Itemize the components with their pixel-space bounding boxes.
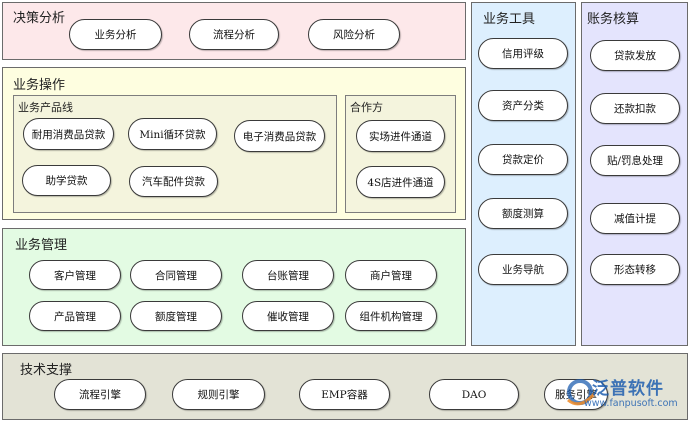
asset-classification-button[interactable]: 资产分类 [478, 90, 568, 121]
mini-revolving-loan-button[interactable]: Mini循环贷款 [128, 118, 217, 150]
org-management-button[interactable]: 组件机构管理 [345, 301, 437, 331]
electronics-loan-button[interactable]: 电子消费品贷款 [234, 120, 325, 152]
panel-title: 账务核算 [587, 12, 640, 27]
risk-analysis-button[interactable]: 风险分析 [308, 19, 400, 50]
collection-management-button[interactable]: 催收管理 [242, 301, 334, 331]
limit-management-button[interactable]: 额度管理 [130, 301, 222, 331]
ledger-management-button[interactable]: 台账管理 [242, 260, 334, 290]
emp-container-button[interactable]: EMP容器 [299, 379, 390, 410]
service-engine-button[interactable]: 服务引擎 [544, 379, 608, 410]
business-navigation-button[interactable]: 业务导航 [478, 254, 568, 285]
customer-management-button[interactable]: 客户管理 [29, 260, 121, 290]
panel-title: 业务管理 [15, 238, 68, 253]
watermark-name: 泛普软件 [592, 379, 664, 399]
panel-title: 业务操作 [13, 78, 66, 93]
product-management-button[interactable]: 产品管理 [29, 301, 121, 331]
durable-goods-loan-button[interactable]: 耐用消费品贷款 [23, 118, 114, 150]
interest-penalty-button[interactable]: 贴/罚息处理 [590, 145, 680, 176]
panel-title: 技术支撑 [20, 363, 73, 378]
auto-parts-loan-button[interactable]: 汽车配件贷款 [129, 166, 218, 197]
loan-pricing-button[interactable]: 贷款定价 [478, 144, 568, 175]
panel-title: 决策分析 [13, 11, 66, 26]
contract-management-button[interactable]: 合同管理 [130, 260, 222, 290]
watermark-url: www.fanpusoft.com [584, 398, 678, 409]
store-channel-button[interactable]: 实场进件通道 [356, 120, 445, 152]
rules-engine-button[interactable]: 规则引擎 [172, 379, 265, 410]
panel-title: 业务工具 [483, 12, 536, 27]
student-loan-button[interactable]: 助学贷款 [22, 165, 111, 196]
process-engine-button[interactable]: 流程引擎 [54, 379, 146, 410]
credit-rating-button[interactable]: 信用评级 [478, 38, 568, 69]
status-transfer-button[interactable]: 形态转移 [590, 254, 680, 285]
dao-button[interactable]: DAO [429, 379, 519, 410]
process-analysis-button[interactable]: 流程分析 [189, 19, 279, 50]
loan-disbursement-button[interactable]: 贷款发放 [590, 40, 680, 71]
impairment-provision-button[interactable]: 减值计提 [590, 203, 680, 234]
business-analysis-button[interactable]: 业务分析 [69, 19, 162, 50]
subpanel-title: 合作方 [350, 101, 383, 114]
fanpu-logo-icon [567, 379, 596, 406]
subpanel-title: 业务产品线 [18, 101, 73, 114]
4s-store-channel-button[interactable]: 4S店进件通道 [356, 166, 445, 198]
repayment-deduction-button[interactable]: 还款扣款 [590, 93, 680, 124]
merchant-management-button[interactable]: 商户管理 [345, 260, 437, 290]
limit-calculation-button[interactable]: 额度测算 [478, 198, 568, 229]
